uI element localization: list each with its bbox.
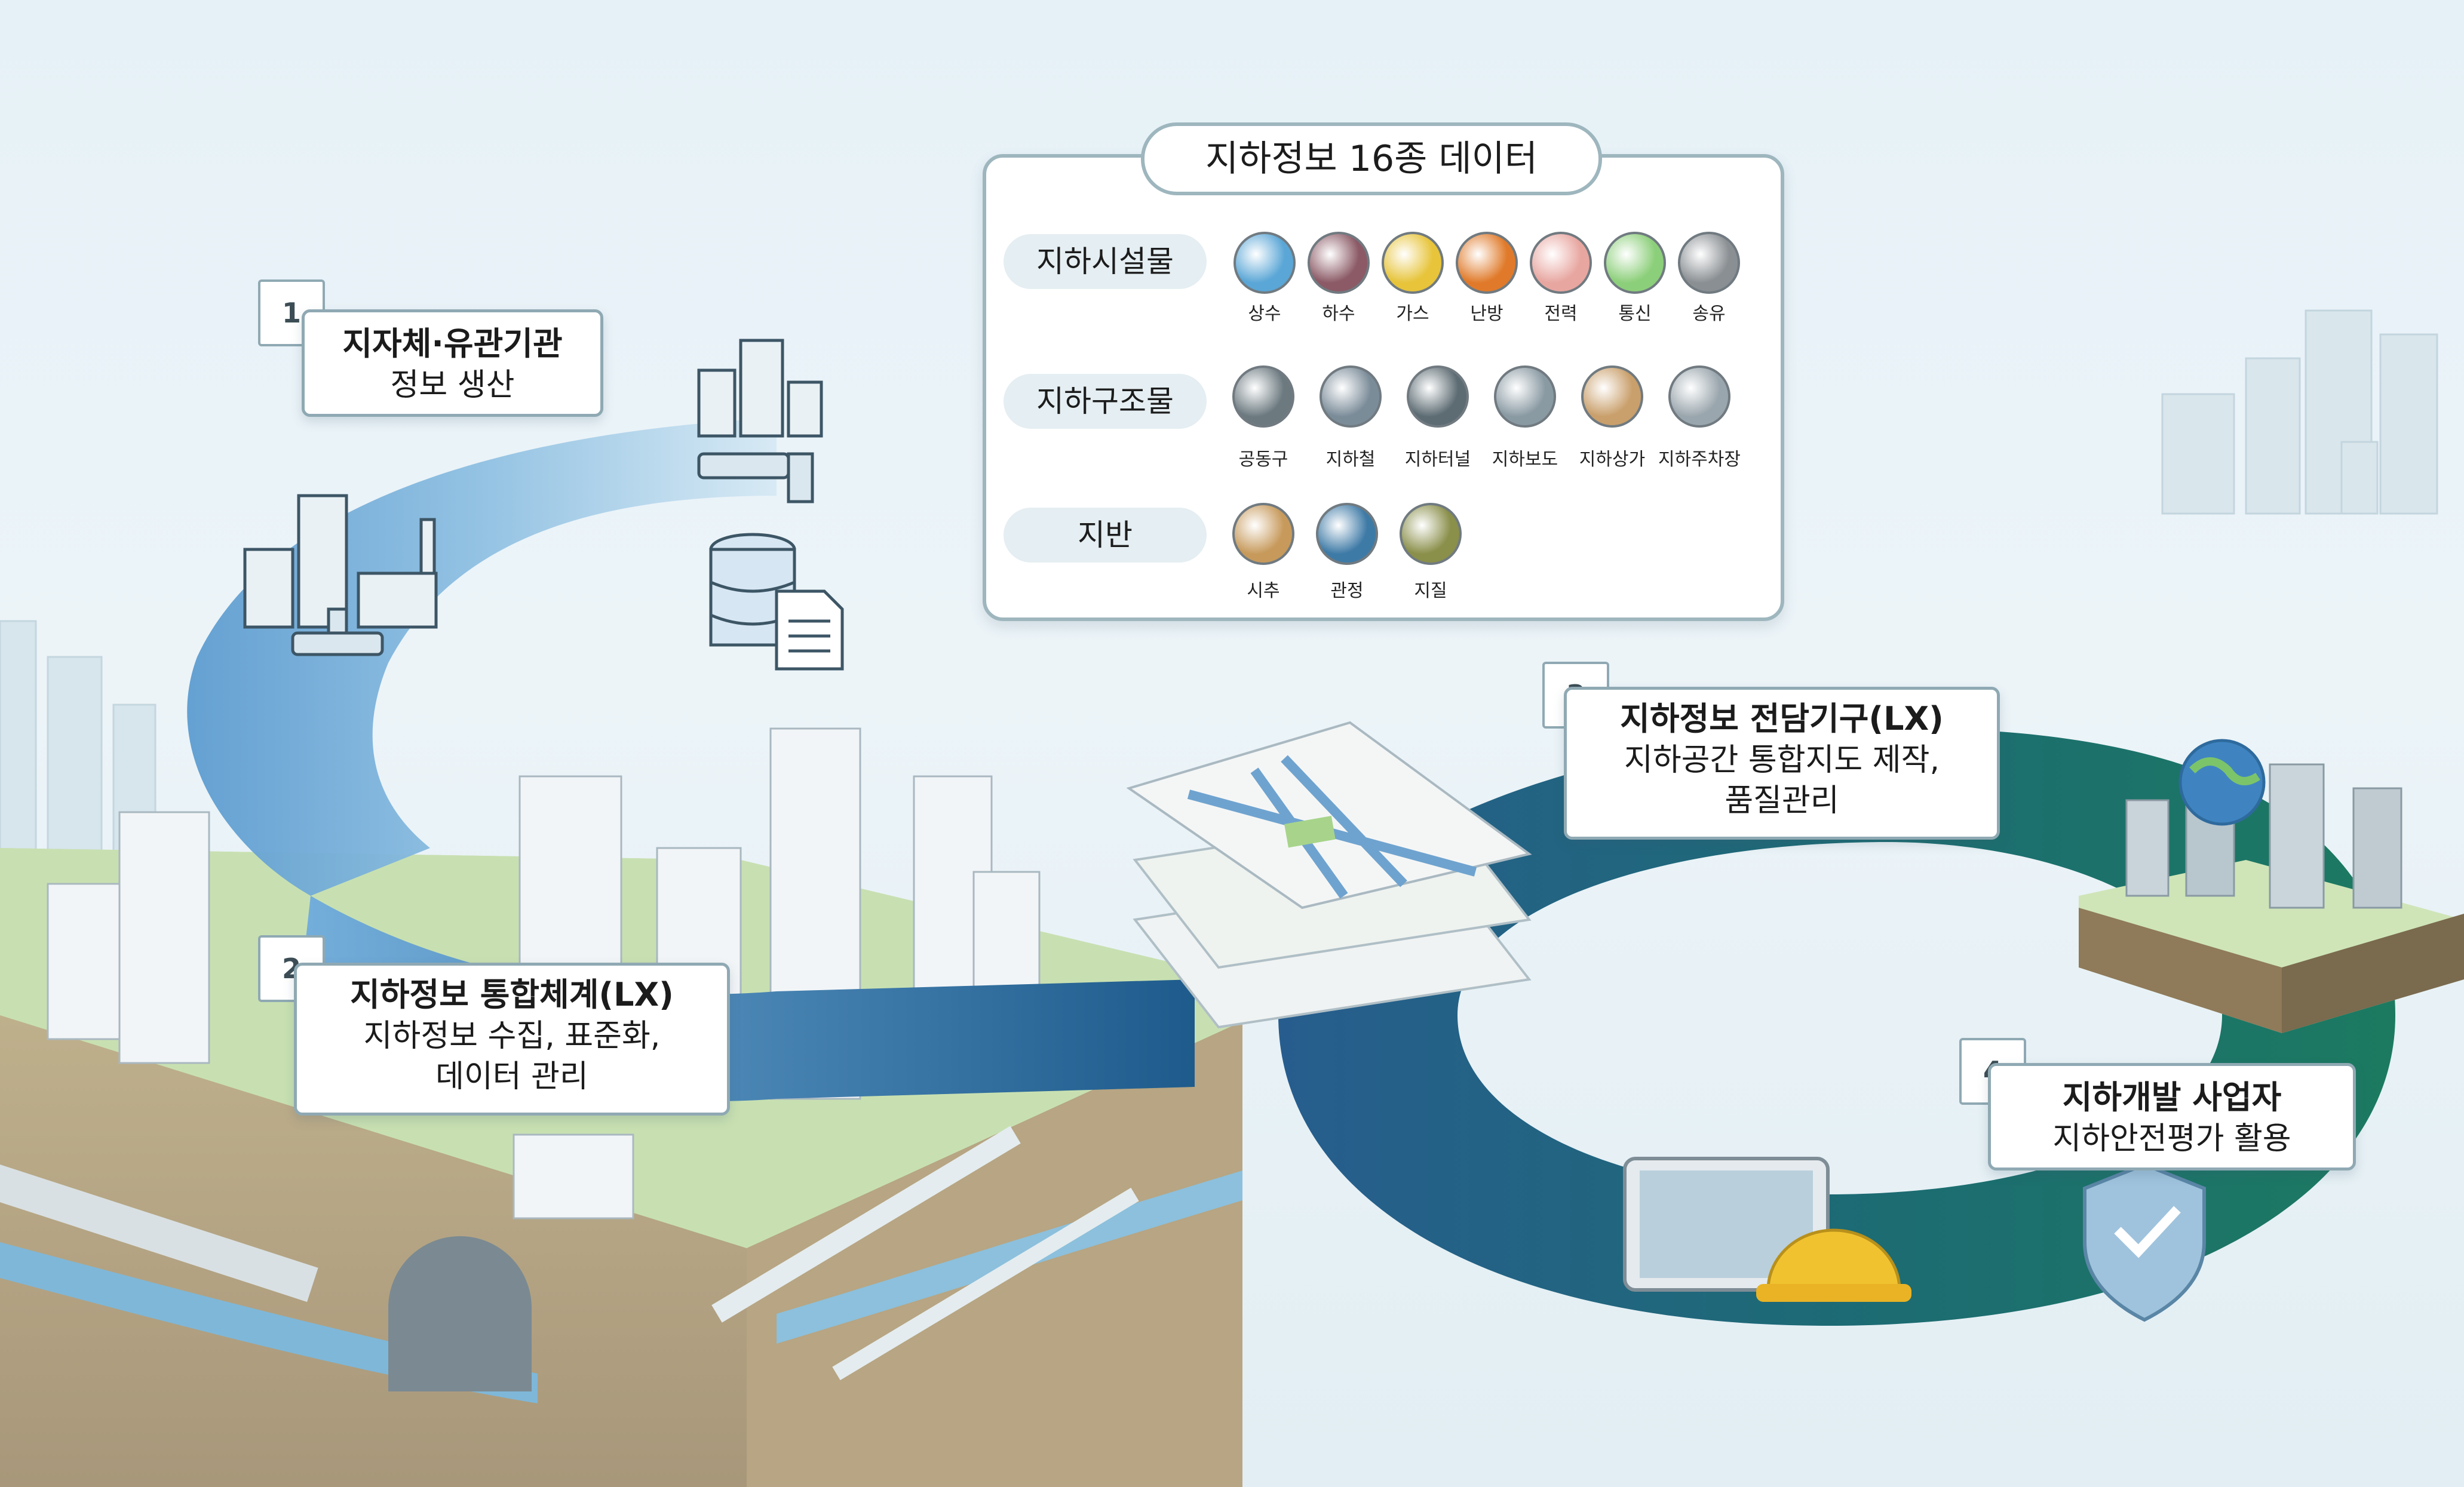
category-1-item-1-icon [1233, 232, 1296, 294]
right-skyline [2161, 309, 2438, 515]
category-1-item-2-icon [1308, 232, 1370, 294]
step-1-line-1: 정보 생산 [390, 367, 515, 403]
water-valve-icon [291, 607, 384, 656]
category-2-item-2-icon [1320, 365, 1382, 428]
category-2-item-5-icon [1581, 365, 1643, 428]
step-2-line-2: 데이터 관리 [435, 1059, 588, 1095]
step-4-title: 지하개발 사업자 [2062, 1079, 2282, 1116]
category-3-item-1-label: 시추 [1247, 580, 1280, 601]
map-sheets [1126, 721, 1532, 1029]
step-3-title: 지하정보 전담기구(LX) [1620, 700, 1944, 738]
globe-icon [2178, 739, 2266, 826]
step-2-number: 2 [258, 935, 325, 1002]
category-3-item-1-icon [1232, 503, 1294, 565]
category-2-item-6-icon [1668, 365, 1730, 428]
step-3-line-1: 지하공간 통합지도 제작, [1624, 742, 1940, 778]
category-2-item-1-icon [1232, 365, 1294, 428]
category-1-item-3-label: 가스 [1396, 303, 1429, 324]
category-1-item-4-label: 난방 [1470, 303, 1503, 324]
category-2-item-2-label: 지하철 [1325, 449, 1376, 470]
step-4-card: 지하개발 사업자 지하안전평가 활용 [1988, 1063, 2356, 1170]
category-facilities: 지하시설물 [1004, 234, 1207, 289]
category-1-item-1-label: 상수 [1248, 303, 1281, 324]
step-2-card: 지하정보 통합체계(LX) 지하정보 수집, 표준화, 데이터 관리 [294, 963, 730, 1116]
category-2-item-4-icon [1494, 365, 1556, 428]
step-2-title: 지하정보 통합체계(LX) [350, 976, 674, 1013]
category-3-item-2-label: 관정 [1330, 580, 1364, 601]
step-1-card: 지자체·유관기관 정보 생산 [302, 309, 603, 417]
category-2-item-3-icon [1407, 365, 1469, 428]
step-4-line-1: 지하안전평가 활용 [2052, 1121, 2291, 1157]
category-1-item-5-label: 전력 [1544, 303, 1578, 324]
shield-check-icon [2083, 1162, 2206, 1322]
factory-icon [243, 494, 438, 629]
step-1-title: 지자체·유관기관 [342, 325, 563, 362]
category-1-item-7-label: 송유 [1692, 303, 1726, 324]
panel-title: 지하정보 16종 데이터 [1141, 122, 1602, 195]
category-2-item-1-label: 공동구 [1238, 449, 1288, 470]
flow-arc-upper [187, 418, 777, 896]
category-1-item-5-icon [1530, 232, 1592, 294]
category-3-item-3-label: 지질 [1414, 580, 1447, 601]
category-2-item-5-label: 지하상가 [1579, 449, 1646, 470]
category-1-item-2-label: 하수 [1322, 303, 1355, 324]
step-3-line-2: 품질관리 [1725, 783, 1839, 819]
category-3-item-3-icon [1400, 503, 1462, 565]
category-2-item-4-label: 지하보도 [1492, 449, 1558, 470]
category-1-item-3-icon [1382, 232, 1444, 294]
category-structures: 지하구조물 [1004, 374, 1207, 429]
hard-hat-icon [1756, 1228, 1911, 1302]
pipe-icon [697, 452, 814, 503]
category-1-item-4-icon [1456, 232, 1518, 294]
category-1-item-7-icon [1678, 232, 1740, 294]
document-icon [775, 589, 844, 671]
category-3-item-2-icon [1316, 503, 1378, 565]
step-2-line-1: 지하정보 수집, 표준화, [363, 1018, 661, 1054]
buildings-icon [697, 339, 823, 438]
step-3-card: 지하정보 전담기구(LX) 지하공간 통합지도 제작, 품질관리 [1564, 687, 2000, 840]
category-2-item-3-label: 지하터널 [1404, 449, 1471, 470]
category-ground: 지반 [1004, 508, 1207, 563]
category-2-item-6-label: 지하주차장 [1658, 449, 1741, 470]
category-1-item-6-icon [1604, 232, 1666, 294]
city-tile-right [2079, 763, 2464, 1033]
category-1-item-6-label: 통신 [1618, 303, 1652, 324]
